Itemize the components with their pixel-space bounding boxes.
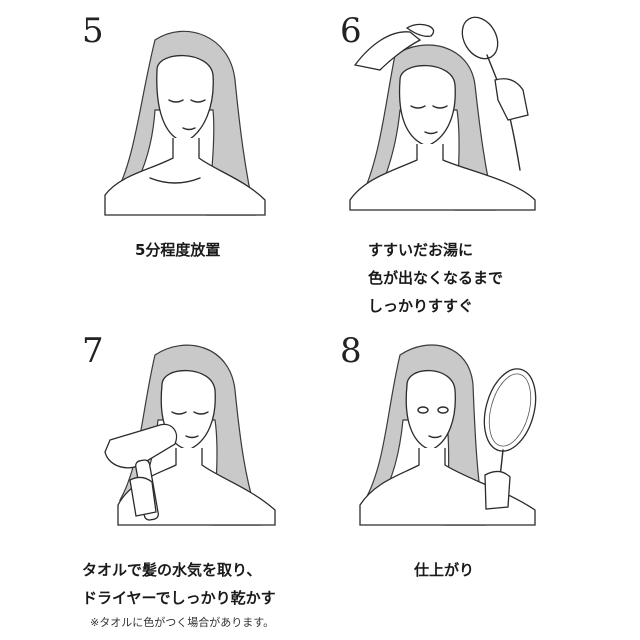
hand-mirror-icon — [359, 344, 537, 526]
step-caption: タオルで髪の水気を取り、 ドライヤーでしっかり乾かす — [82, 561, 276, 607]
step-caption: 仕上がり — [414, 561, 475, 579]
step-number: 6 — [340, 11, 362, 51]
woman-waiting-icon — [104, 30, 266, 216]
step-number: 7 — [82, 331, 104, 371]
hair-dryer-icon — [104, 344, 276, 526]
step-number: 8 — [340, 331, 362, 371]
step-caption: 5分程度放置 — [135, 241, 221, 259]
rinse-shower-icon — [349, 16, 536, 211]
step-number: 5 — [82, 11, 104, 51]
step-note: ※タオルに色がつく場合があります。 — [90, 616, 275, 629]
step-caption: すすいだお湯に 色が出なくなるまで しっかりすすぐ — [368, 241, 504, 315]
